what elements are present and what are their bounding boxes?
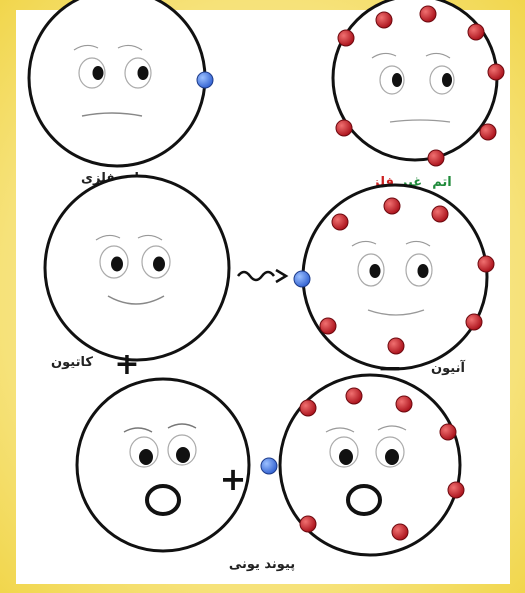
electron: [345, 387, 363, 405]
electron: [427, 149, 445, 167]
electron: [375, 11, 393, 29]
cation-circle: [43, 174, 231, 362]
electron: [479, 123, 497, 141]
electron: [387, 337, 405, 355]
electron: [447, 481, 465, 499]
electron: [467, 23, 485, 41]
label-cation: کاتیون: [51, 355, 93, 370]
metal-atom-circle: [27, 0, 207, 168]
nonmetal-atom-circle: [331, 0, 499, 162]
nonmetal-atom-face: [371, 52, 455, 123]
electron: [395, 395, 413, 413]
ionic-anion-face: [325, 425, 407, 516]
cation-plus-sign: +: [114, 347, 139, 382]
surprised-mouth: [346, 484, 382, 516]
ionic-anion: [278, 373, 465, 557]
electron: [391, 523, 409, 541]
nonmetal-atom: [331, 0, 505, 167]
electron: [439, 423, 457, 441]
electron: [465, 313, 483, 331]
electron: [477, 255, 495, 273]
electron-transfer: [237, 268, 289, 284]
ionic-cation-circle: [75, 377, 251, 553]
gained-electron: [293, 270, 311, 288]
label-ionic-bond: پیوند یونی: [229, 557, 295, 572]
ionic-anion-electrons: [299, 387, 465, 541]
metal-atom-face: [73, 44, 152, 117]
electron: [419, 5, 437, 23]
electron: [299, 515, 317, 533]
electron: [319, 317, 337, 335]
surprised-mouth: [145, 484, 181, 516]
ionic-cation-face: [123, 423, 197, 516]
anion-face: [351, 240, 433, 316]
shared-electron: [260, 457, 278, 475]
electron: [331, 213, 349, 231]
valence-electron: [196, 71, 214, 89]
anion: [293, 183, 495, 371]
electron: [383, 197, 401, 215]
anion-electrons: [319, 197, 495, 355]
electron: [299, 399, 317, 417]
metal-atom: [27, 0, 214, 168]
electron: [337, 29, 355, 47]
bond-plus-sign: +: [220, 460, 247, 498]
label-anion: آنیون: [431, 359, 465, 376]
electron: [335, 119, 353, 137]
ionic-cation: [75, 377, 251, 553]
electron: [431, 205, 449, 223]
nonmetal-electrons: [335, 5, 505, 167]
electron: [487, 63, 505, 81]
ionic-anion-circle: [278, 373, 462, 557]
cation: [43, 174, 231, 362]
cation-face: [95, 234, 171, 305]
wavy-arrow-icon: [237, 270, 275, 282]
label-nonmetal-prefix: اتم: [432, 175, 452, 190]
